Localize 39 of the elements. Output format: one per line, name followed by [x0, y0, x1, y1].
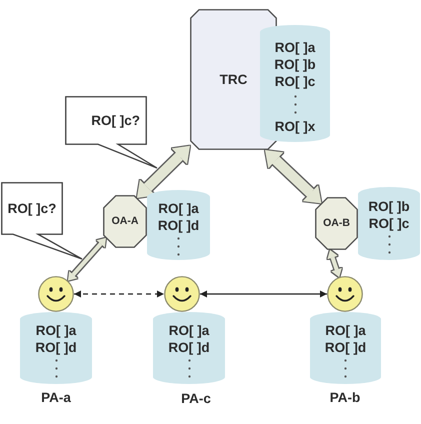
record-label: RO[ ]c [368, 215, 410, 232]
record-label: RO[ ]a [274, 39, 316, 56]
record-label: RO[ ]a [36, 322, 76, 339]
database-cylinder [153, 312, 225, 384]
octagon-node [315, 197, 358, 250]
smiley-face-icon [327, 276, 363, 312]
database-cylinder [260, 25, 330, 142]
record-label: RO[ ]a [325, 322, 366, 339]
block-arrow [327, 249, 342, 278]
agent-label: PA-b [330, 390, 360, 406]
database-cylinder [20, 312, 92, 384]
node-label: OA-A [112, 215, 138, 228]
node-label: TRC [220, 71, 248, 88]
record-label: RO[ ]d [35, 339, 77, 356]
record-label: RO[ ]c [274, 73, 316, 90]
callout-text: RO[ ]c? [8, 200, 56, 217]
database-cylinder [310, 312, 381, 384]
record-label: RO[ ]d [324, 339, 366, 356]
speech-bubble [1, 182, 83, 260]
record-label: RO[ ]d [168, 339, 210, 356]
callout-text: RO[ ]c? [91, 112, 140, 129]
agent-label: PA-c [181, 391, 211, 407]
database-cylinder [358, 187, 420, 260]
block-arrow [66, 236, 108, 282]
agent-label: PA-a [41, 390, 71, 406]
record-label: RO[ ]b [368, 198, 410, 215]
database-cylinder [147, 190, 210, 260]
octagon-node [103, 195, 147, 248]
node-label: OA-B [323, 217, 350, 230]
smiley-face-icon [164, 276, 200, 312]
smiley-face-icon [38, 276, 74, 312]
record-label: RO[ ]d [158, 217, 200, 234]
record-label: RO[ ]b [274, 56, 316, 73]
record-label: RO[ ]a [168, 322, 210, 339]
speech-bubble [65, 96, 158, 169]
record-label: RO[ ]a [158, 200, 199, 217]
record-label: RO[ ]x [274, 118, 316, 135]
dashed-arrow [74, 290, 164, 298]
arrow [200, 290, 327, 298]
